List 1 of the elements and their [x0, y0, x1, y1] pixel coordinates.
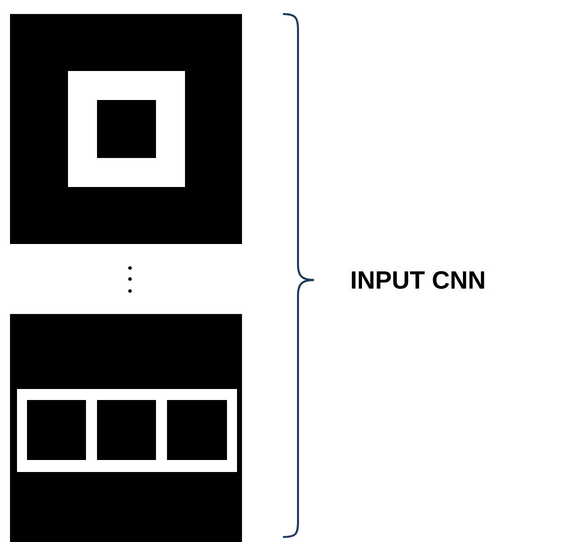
label-text: INPUT CNN [352, 271, 484, 289]
